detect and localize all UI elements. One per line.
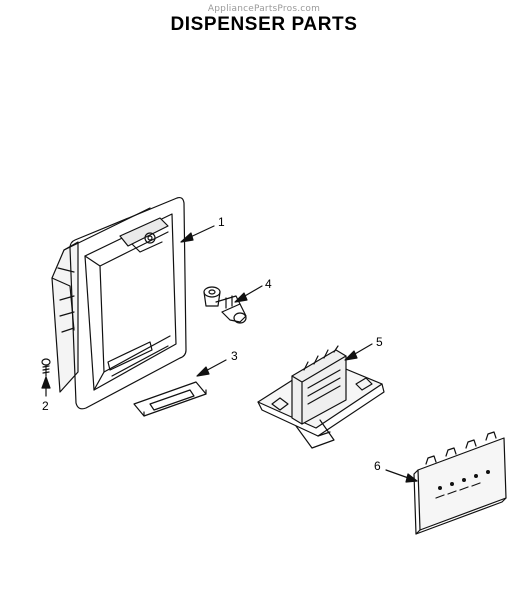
watermark: AppliancePartsPros.com (207, 4, 321, 14)
part-5-control-module (257, 345, 385, 449)
part-6-front-panel (413, 431, 507, 535)
callout-4: 4 (265, 277, 272, 291)
leader-arrows (41, 225, 418, 483)
part-4-water-fitting (203, 286, 247, 324)
callout-2: 2 (42, 399, 49, 413)
page-title: DISPENSER PARTS (170, 14, 358, 35)
callout-3: 3 (231, 349, 238, 363)
callout-5: 5 (376, 335, 383, 349)
callout-1: 1 (218, 215, 225, 229)
part-1-dispenser-housing (51, 196, 187, 410)
part-2-screw (41, 358, 51, 377)
callout-6: 6 (374, 459, 381, 473)
part-3-drip-tray (133, 381, 207, 417)
